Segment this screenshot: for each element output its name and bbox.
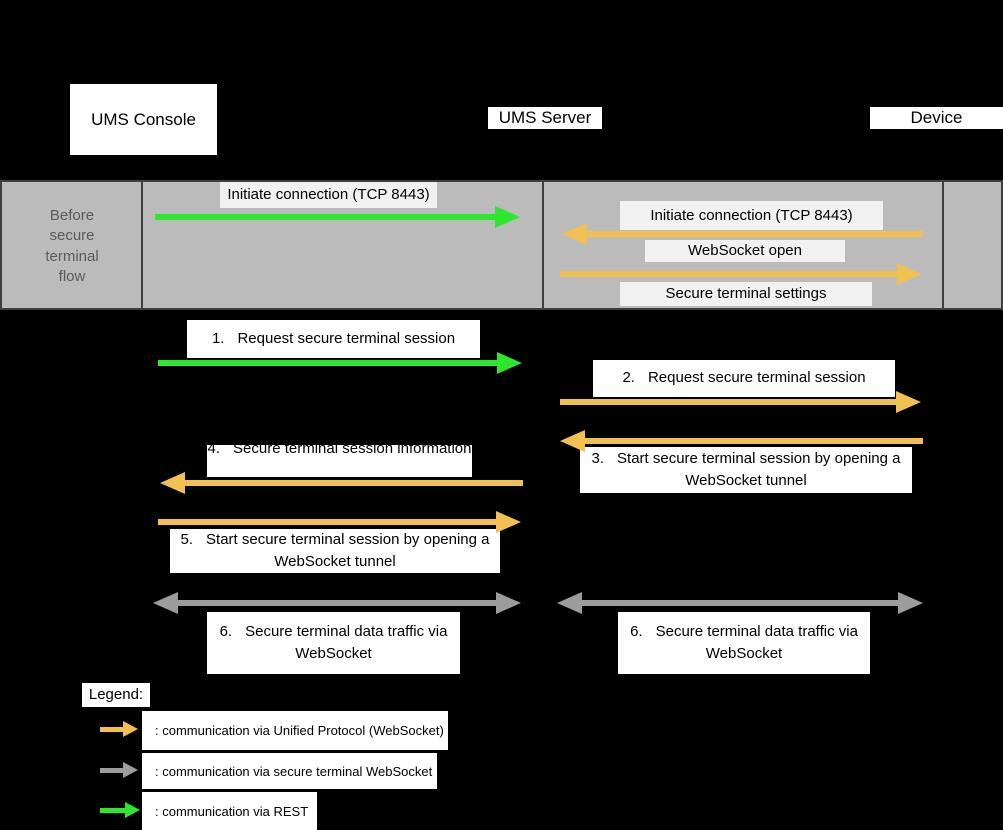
step-2-label: 2.Request secure terminal session — [593, 360, 895, 397]
step-5-label: 5.Start secure terminal session by openi… — [170, 529, 500, 573]
message-label-websocket-open: WebSocket open — [645, 240, 845, 262]
step-1-label: 1.Request secure terminal session — [187, 320, 480, 358]
band-divider — [141, 182, 143, 308]
unified-arrow-step-4 — [160, 472, 523, 494]
legend-item-secure-terminal-websocket: : communication via secure terminal WebS… — [142, 753, 437, 789]
unified-arrow-step-5 — [158, 511, 521, 533]
unified-arrow-initiate-connection — [562, 223, 923, 245]
unified-arrow-step-2 — [560, 391, 921, 413]
secure-terminal-websocket-arrow-icon — [100, 762, 138, 778]
step-6-label-console-server: 6.Secure terminal data traffic via WebSo… — [207, 612, 460, 674]
legend-item-rest: : communication via REST — [142, 792, 317, 830]
band-divider — [942, 182, 944, 308]
message-label-initiate-connection-rest: Initiate connection (TCP 8443) — [220, 182, 437, 208]
actor-ums-console: UMS Console — [70, 84, 217, 155]
legend-item-unified-protocol: : communication via Unified Protocol (We… — [142, 711, 448, 750]
secure-terminal-arrow-step-6-console-server — [153, 592, 521, 614]
secure-terminal-arrow-step-6-server-device — [557, 592, 923, 614]
step-4-label: 4.Secure terminal session information — [207, 445, 472, 477]
actor-device: Device — [870, 107, 1003, 129]
message-label-secure-terminal-settings: Secure terminal settings — [620, 282, 872, 306]
band-divider — [542, 182, 544, 308]
rest-arrow-icon — [100, 802, 140, 818]
message-label-initiate-connection-unified: Initiate connection (TCP 8443) — [620, 201, 883, 230]
rest-arrow-step-1 — [158, 352, 522, 374]
unified-protocol-arrow-icon — [100, 721, 138, 737]
actor-ums-server: UMS Server — [488, 107, 602, 129]
unified-arrow-websocket-open — [560, 263, 922, 285]
rest-arrow-initiate-connection — [155, 206, 520, 228]
legend-title: Legend: — [82, 683, 150, 707]
step-6-label-server-device: 6.Secure terminal data traffic via WebSo… — [618, 612, 870, 674]
step-3-label: 3.Start secure terminal session by openi… — [580, 447, 912, 493]
unified-arrow-step-3 — [560, 430, 923, 452]
band-label: Before secure terminal flow — [45, 207, 99, 285]
